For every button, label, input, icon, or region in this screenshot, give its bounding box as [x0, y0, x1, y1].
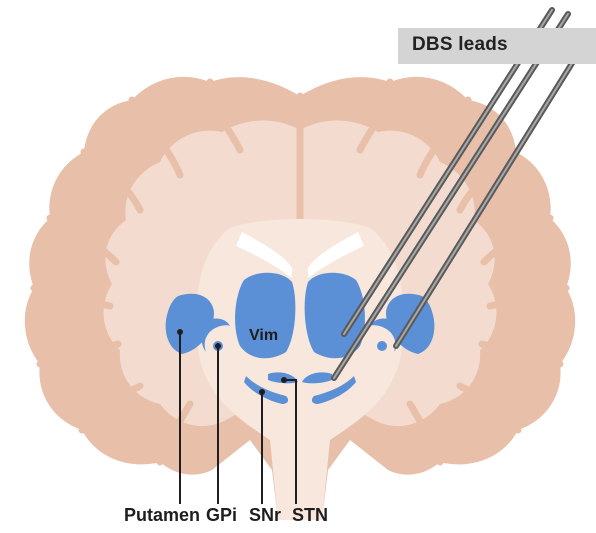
deep-tissue — [196, 219, 404, 520]
vim-label: Vim — [249, 327, 278, 345]
gpi-dot-right — [377, 341, 387, 351]
stn-label: STN — [292, 505, 328, 526]
dbs-leads-label: DBS leads — [412, 34, 508, 56]
snr-label: SNr — [249, 505, 281, 526]
putamen-label: Putamen — [124, 505, 200, 526]
thalamus-left — [235, 273, 295, 359]
gpi-label: GPi — [206, 505, 237, 526]
